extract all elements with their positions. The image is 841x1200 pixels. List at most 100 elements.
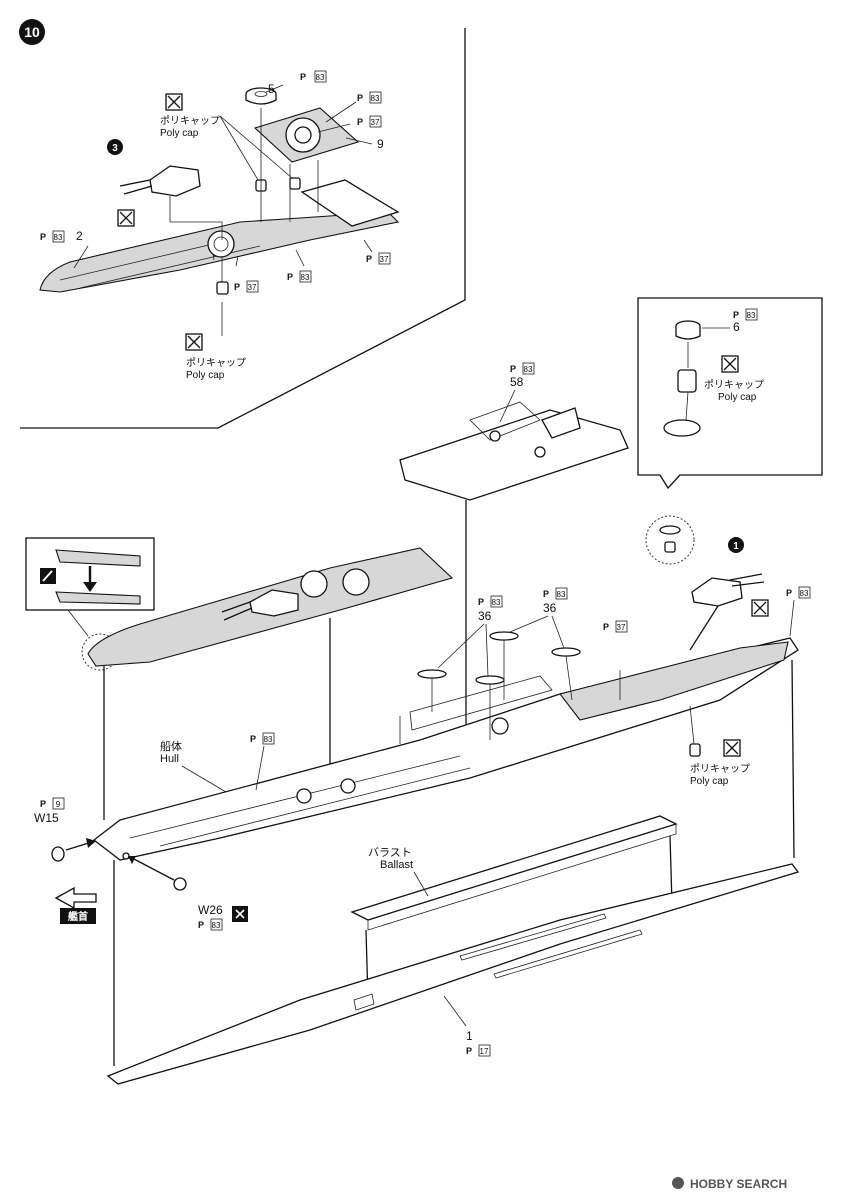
step-number: 10 xyxy=(24,24,40,40)
turret-b-badge: 3 xyxy=(107,139,123,155)
no-glue-icon xyxy=(723,739,741,757)
bridge-deck-part-58 xyxy=(399,401,629,760)
watermark: HOBBY SEARCH xyxy=(672,1177,787,1191)
svg-text:P: P xyxy=(603,622,609,632)
arrow-down-icon xyxy=(83,566,97,592)
svg-text:37: 37 xyxy=(380,255,389,264)
glue-icon xyxy=(40,568,56,584)
svg-text:9: 9 xyxy=(377,137,384,151)
svg-text:37: 37 xyxy=(617,623,626,632)
gun-mounts-36 xyxy=(417,631,581,740)
poly-cap-note-bottom: ポリキャップ Poly cap xyxy=(185,333,246,381)
svg-text:37: 37 xyxy=(248,283,257,292)
bow-arrow-icon: 艦首 xyxy=(54,886,97,924)
svg-text:P: P xyxy=(478,597,484,607)
svg-text:6: 6 xyxy=(733,320,740,334)
label-36-b: P 83 36 xyxy=(509,587,568,649)
label-runner-37-c: P 37 xyxy=(366,252,391,265)
label-part-58: P 83 58 xyxy=(499,362,535,423)
label-w26: W26 P 83 xyxy=(128,856,248,931)
label-hull: 船体 Hull P 83 xyxy=(160,732,275,793)
no-glue-icon xyxy=(721,355,739,373)
svg-text:83: 83 xyxy=(800,589,809,598)
svg-text:1: 1 xyxy=(733,541,739,552)
turret-a-badge: 1 xyxy=(728,537,744,553)
label-36-a: P 83 36 xyxy=(437,595,503,677)
svg-text:83: 83 xyxy=(557,590,566,599)
deck-extension-plate xyxy=(300,179,400,227)
step-number-icon: 10 xyxy=(19,19,45,45)
part-w15 xyxy=(51,846,65,862)
svg-text:P: P xyxy=(250,734,256,744)
lower-hull-part-1 xyxy=(106,659,800,1085)
svg-text:83: 83 xyxy=(524,365,533,374)
label-runner-83-a: P 83 xyxy=(357,91,382,104)
svg-text:P: P xyxy=(40,799,46,809)
svg-text:P: P xyxy=(198,920,204,930)
label-runner-83-b: P 83 xyxy=(287,270,312,283)
poly-cap-note-detail: ポリキャップ Poly cap xyxy=(704,355,764,403)
glue-icon xyxy=(232,906,248,922)
svg-text:ポリキャップ: ポリキャップ xyxy=(704,379,764,391)
svg-text:9: 9 xyxy=(56,800,61,809)
svg-text:17: 17 xyxy=(480,1047,489,1056)
poly-cap-note-stern: ポリキャップ Poly cap xyxy=(689,705,750,787)
svg-text:83: 83 xyxy=(371,94,380,103)
detail-box-turret-mount xyxy=(637,297,823,490)
no-glue-icon xyxy=(751,599,769,617)
label-ballast: バラスト Ballast xyxy=(368,846,429,897)
main-hull xyxy=(92,637,799,861)
svg-text:83: 83 xyxy=(264,735,273,744)
no-glue-icon xyxy=(165,93,183,111)
assembled-foredeck xyxy=(87,547,454,820)
svg-text:P: P xyxy=(357,117,363,127)
svg-text:83: 83 xyxy=(492,598,501,607)
label-runner-83-stern: P 83 xyxy=(786,586,811,637)
svg-text:3: 3 xyxy=(112,143,118,154)
label-runner-37-a: P 37 9 xyxy=(357,115,384,151)
label-runner-37-deck: P 37 xyxy=(603,620,628,633)
svg-text:船体: 船体 xyxy=(160,739,182,753)
part-w26 xyxy=(173,877,187,891)
no-glue-icon xyxy=(185,333,203,351)
svg-text:HOBBY SEARCH: HOBBY SEARCH xyxy=(690,1177,787,1191)
turret-subassembly-3 xyxy=(119,165,201,197)
svg-text:P: P xyxy=(40,232,46,242)
svg-text:P: P xyxy=(466,1046,472,1056)
svg-text:83: 83 xyxy=(212,921,221,930)
svg-text:艦首: 艦首 xyxy=(68,910,88,923)
foredeck-part-2 xyxy=(39,211,400,293)
svg-text:83: 83 xyxy=(316,73,325,82)
subassembly-panel-border xyxy=(20,28,466,429)
poly-caps-small xyxy=(216,177,301,295)
svg-text:58: 58 xyxy=(510,375,524,389)
svg-text:83: 83 xyxy=(747,311,756,320)
label-runner-37-b: P 37 xyxy=(234,280,259,293)
turret-subassembly-1 xyxy=(689,573,765,651)
svg-text:P: P xyxy=(234,282,240,292)
turret-ring-part-9 xyxy=(253,107,360,163)
svg-text:P: P xyxy=(733,310,739,320)
label-part-5: P 83 5 xyxy=(268,70,327,96)
svg-text:Ballast: Ballast xyxy=(380,859,413,871)
svg-text:P: P xyxy=(287,272,293,282)
svg-text:36: 36 xyxy=(543,601,557,615)
detail-box-bow-edge xyxy=(25,537,155,637)
svg-text:W15: W15 xyxy=(34,811,59,825)
svg-text:36: 36 xyxy=(478,609,492,623)
svg-text:Poly cap: Poly cap xyxy=(718,392,757,403)
svg-text:バラスト: バラスト xyxy=(368,846,412,859)
poly-cap-note-top: ポリキャップ Poly cap xyxy=(160,93,220,139)
svg-text:Hull: Hull xyxy=(160,753,179,765)
svg-text:Poly cap: Poly cap xyxy=(160,128,199,139)
svg-text:83: 83 xyxy=(301,273,310,282)
svg-text:37: 37 xyxy=(371,118,380,127)
svg-text:ポリキャップ: ポリキャップ xyxy=(690,763,750,775)
svg-text:P: P xyxy=(300,72,306,82)
svg-text:P: P xyxy=(357,93,363,103)
svg-text:P: P xyxy=(366,254,372,264)
svg-text:P: P xyxy=(510,364,516,374)
svg-text:ポリキャップ: ポリキャップ xyxy=(160,115,220,127)
label-part-2: P 83 2 xyxy=(40,229,83,243)
